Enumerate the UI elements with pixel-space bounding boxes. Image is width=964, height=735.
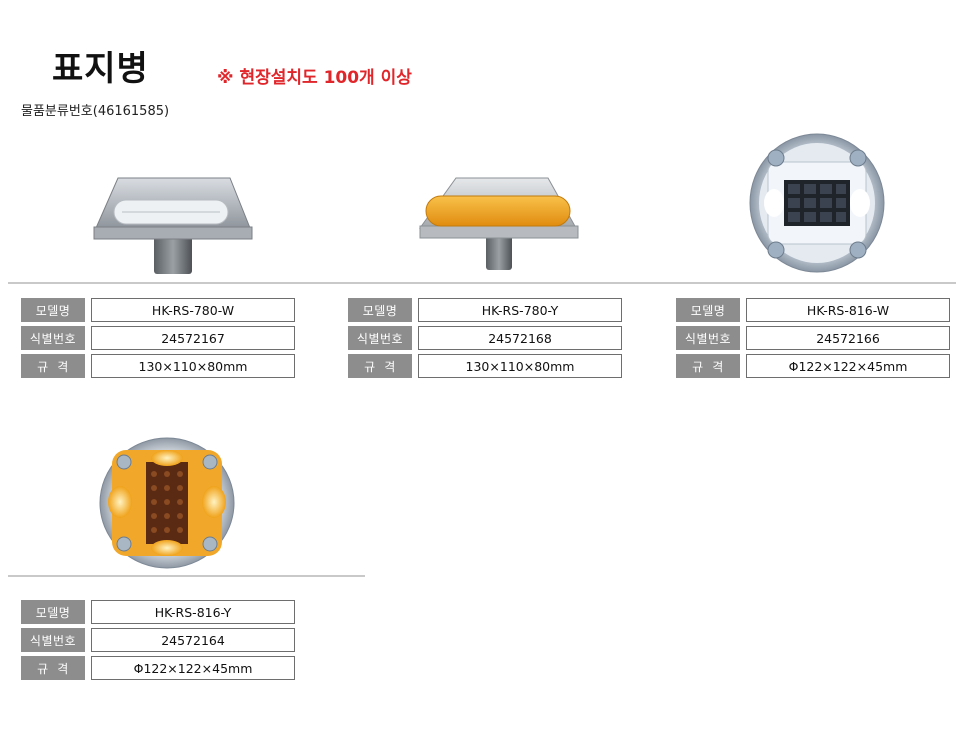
spec-row-size: 규 격 Φ122×122×45mm	[676, 354, 950, 378]
installation-notice: ※ 현장설치도 100개 이상	[217, 68, 412, 88]
id-label: 식별번호	[676, 326, 740, 350]
id-value: 24572166	[746, 326, 950, 350]
size-label: 규 격	[348, 354, 412, 378]
spec-row-id: 식별번호 24572168	[348, 326, 622, 350]
size-value: Φ122×122×45mm	[746, 354, 950, 378]
id-label: 식별번호	[21, 628, 85, 652]
spec-row-model: 모델명 HK-RS-780-W	[21, 298, 295, 322]
id-value: 24572168	[418, 326, 622, 350]
model-value: HK-RS-780-Y	[418, 298, 622, 322]
model-value: HK-RS-816-W	[746, 298, 950, 322]
model-label: 모델명	[21, 600, 85, 624]
yellow-road-stud-icon	[414, 172, 584, 272]
id-value: 24572167	[91, 326, 295, 350]
spec-row-size: 규 격 130×110×80mm	[21, 354, 295, 378]
spec-row-model: 모델명 HK-RS-816-Y	[21, 600, 295, 624]
spec-table-hk-rs-780-w: 모델명 HK-RS-780-W 식별번호 24572167 규 격 130×11…	[21, 298, 295, 382]
model-label: 모델명	[21, 298, 85, 322]
id-value: 24572164	[91, 628, 295, 652]
model-label: 모델명	[348, 298, 412, 322]
size-label: 규 격	[676, 354, 740, 378]
white-road-stud-icon	[88, 172, 258, 276]
spec-row-size: 규 격 Φ122×122×45mm	[21, 656, 295, 680]
yellow-solar-led-stud-icon	[98, 436, 236, 570]
spec-row-id: 식별번호 24572164	[21, 628, 295, 652]
spec-table-hk-rs-816-y: 모델명 HK-RS-816-Y 식별번호 24572164 규 격 Φ122×1…	[21, 600, 295, 684]
model-value: HK-RS-780-W	[91, 298, 295, 322]
spec-table-hk-rs-816-w: 모델명 HK-RS-816-W 식별번호 24572166 규 격 Φ122×1…	[676, 298, 950, 382]
model-label: 모델명	[676, 298, 740, 322]
top-divider	[8, 282, 956, 284]
classification-number: 물품분류번호(46161585)	[21, 104, 170, 119]
spec-row-model: 모델명 HK-RS-816-W	[676, 298, 950, 322]
spec-table-hk-rs-780-y: 모델명 HK-RS-780-Y 식별번호 24572168 규 격 130×11…	[348, 298, 622, 382]
spec-row-id: 식별번호 24572166	[676, 326, 950, 350]
spec-row-id: 식별번호 24572167	[21, 326, 295, 350]
white-solar-led-stud-icon	[748, 132, 886, 274]
id-label: 식별번호	[348, 326, 412, 350]
size-value: Φ122×122×45mm	[91, 656, 295, 680]
size-value: 130×110×80mm	[418, 354, 622, 378]
model-value: HK-RS-816-Y	[91, 600, 295, 624]
spec-row-model: 모델명 HK-RS-780-Y	[348, 298, 622, 322]
page-title: 표지병	[52, 49, 149, 89]
spec-row-size: 규 격 130×110×80mm	[348, 354, 622, 378]
id-label: 식별번호	[21, 326, 85, 350]
bottom-divider	[8, 575, 365, 577]
size-label: 규 격	[21, 656, 85, 680]
size-label: 규 격	[21, 354, 85, 378]
size-value: 130×110×80mm	[91, 354, 295, 378]
